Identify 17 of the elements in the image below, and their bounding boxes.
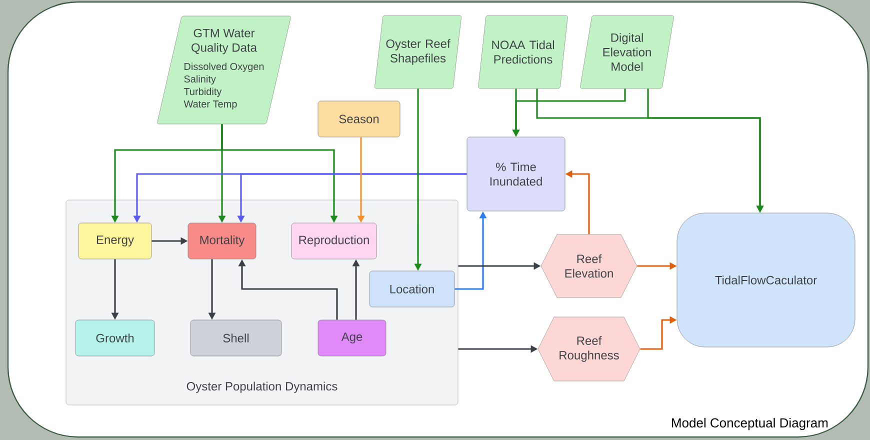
process-box: Age <box>318 320 386 356</box>
process-box: % Time Inundated <box>466 136 566 212</box>
data-parallelogram: GTM Water Quality Data Dissolved Oxygen Salinity Turbidity Water Temp <box>157 16 291 124</box>
process-box: Shell <box>190 320 282 356</box>
hexagon-node: Reef Elevation <box>540 234 638 298</box>
process-box: Energy <box>78 222 152 260</box>
data-parallelogram: Oyster Reef Shapefiles <box>374 15 462 89</box>
data-parallelogram: NOAA Tidal Predictions <box>478 15 568 89</box>
caption: Model Conceptual Diagram <box>672 418 828 430</box>
process-box: Reproduction <box>291 222 377 260</box>
process-box: Mortality <box>188 222 256 260</box>
data-parallelogram: Digital Elevation Model <box>580 15 674 89</box>
rounded-node: TidalFlowCaculator <box>676 212 856 348</box>
hexagon-node: Reef Roughness <box>538 316 640 382</box>
process-box: Location <box>369 270 455 308</box>
process-box: Growth <box>75 320 155 356</box>
process-box: Season <box>318 100 400 138</box>
